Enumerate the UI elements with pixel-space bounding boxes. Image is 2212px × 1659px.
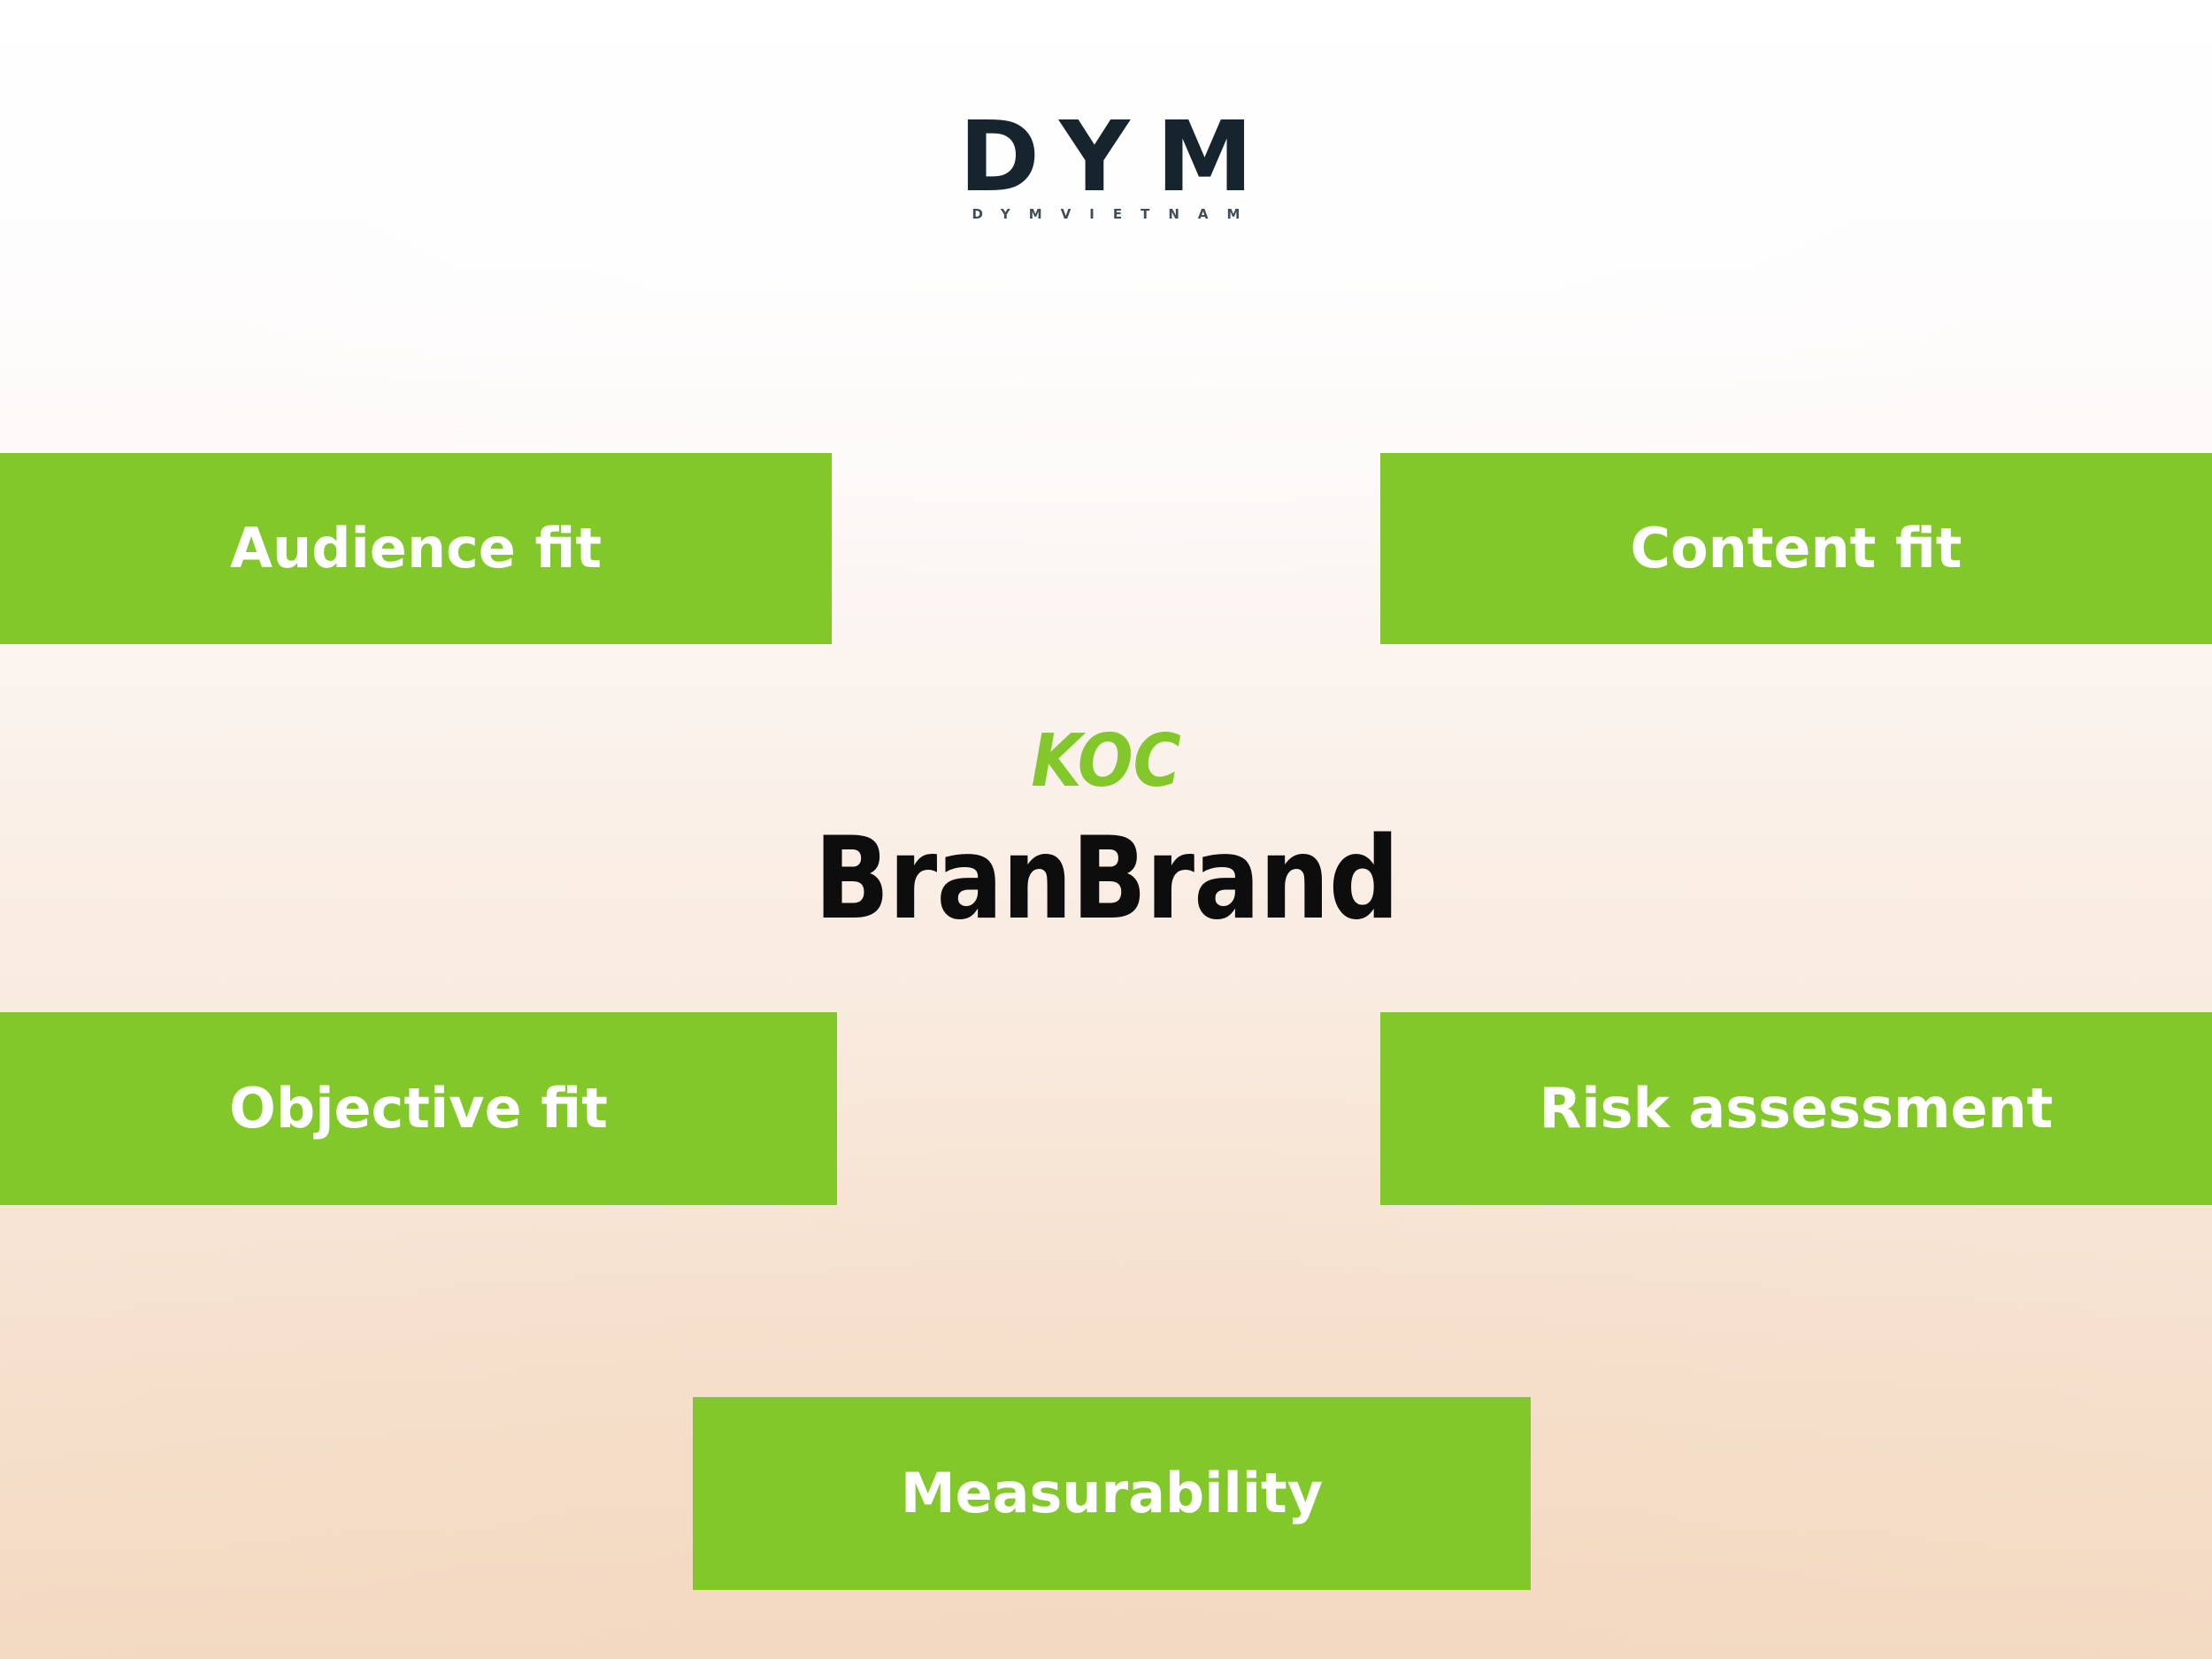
logo-subtext: DYMVIETNAM (972, 206, 1259, 222)
box-measurability: Measurability (693, 1397, 1531, 1590)
logo: DYM DYMVIETNAM (0, 108, 2212, 221)
koc-label: KOC (0, 726, 2212, 798)
box-risk-assessment: Risk assessment (1380, 1012, 2212, 1205)
box-content-fit: Content fit (1380, 453, 2212, 644)
logo-wordmark: DYM (958, 100, 1280, 213)
box-audience-fit: Audience fit (0, 453, 832, 644)
box-audience-fit-label: Audience fit (230, 516, 602, 580)
box-objective-fit-label: Objective fit (229, 1076, 608, 1141)
box-content-fit-label: Content fit (1630, 516, 1962, 580)
box-risk-assessment-label: Risk assessment (1539, 1076, 2054, 1141)
brand-title: BranBrand (0, 823, 2212, 936)
brand-title-text: BranBrand (813, 813, 1399, 945)
box-measurability-label: Measurability (900, 1461, 1324, 1525)
box-objective-fit: Objective fit (0, 1012, 837, 1205)
koc-label-text: KOC (1031, 719, 1181, 803)
